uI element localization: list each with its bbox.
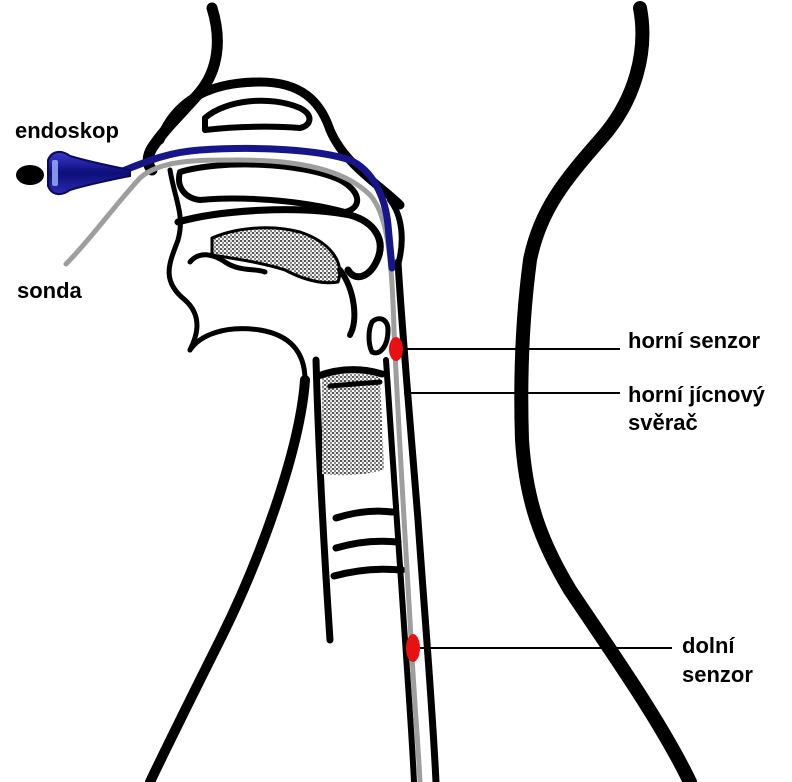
chin-outline [190, 329, 305, 380]
superior-turbinate [205, 101, 309, 130]
label-horni-senzor: horní senzor [628, 328, 760, 354]
label-dolni-senzor-line1: dolní [682, 633, 735, 659]
endoscope-highlight [52, 160, 58, 186]
trachea-ring-1 [336, 511, 392, 518]
tongue-base [340, 270, 354, 335]
upper-sensor [389, 337, 403, 361]
tongue-shading [212, 228, 340, 283]
endoscope-body [48, 152, 130, 194]
label-sonda: sonda [17, 278, 82, 304]
larynx-shading [322, 374, 384, 476]
endoscope-eyepiece-icon [16, 165, 44, 185]
label-endoskop: endoskop [15, 118, 119, 144]
neck-front-outline [150, 380, 305, 782]
label-horni-jicnovy-sverac-line1: horní jícnový [628, 382, 765, 408]
trachea-ring-3 [334, 569, 402, 576]
trachea-ring-2 [336, 541, 398, 548]
lower-sensor [406, 634, 420, 662]
epiglottis [369, 319, 388, 353]
label-horni-jicnovy-sverac-line2: svěrač [628, 410, 698, 436]
label-dolni-senzor-line2: senzor [682, 662, 753, 688]
